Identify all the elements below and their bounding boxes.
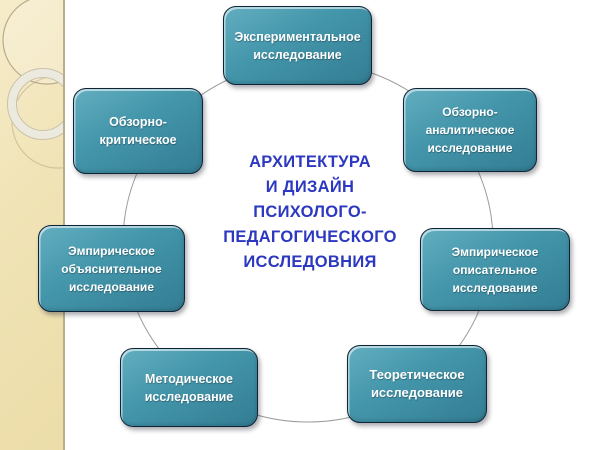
slide-title: АРХИТЕКТУРА И ДИЗАЙН ПСИХОЛОГО- ПЕДАГОГИ…	[223, 153, 397, 271]
node-experimental-research: Экспериментальное исследование	[223, 6, 372, 85]
decorative-circle	[2, 0, 63, 85]
node-empirical-descriptive-research: Эмпирическое описательное исследование	[420, 228, 570, 311]
decorative-ring	[7, 68, 63, 140]
node-methodological-research: Методическое исследование	[120, 348, 258, 427]
decorative-ring-edge	[7, 68, 63, 140]
decorative-circles-graphic	[2, 0, 63, 169]
node-review-critical-research: Обзорно- критическое	[73, 88, 203, 174]
node-empirical-explanatory-research: Эмпирическое объяснительное исследование	[38, 225, 185, 312]
decorative-ring-edge	[16, 77, 63, 131]
node-review-analytical-research: Обзорно- аналитическое исследование	[403, 88, 537, 172]
node-theoretical-research: Теоретическое исследование	[347, 345, 487, 423]
